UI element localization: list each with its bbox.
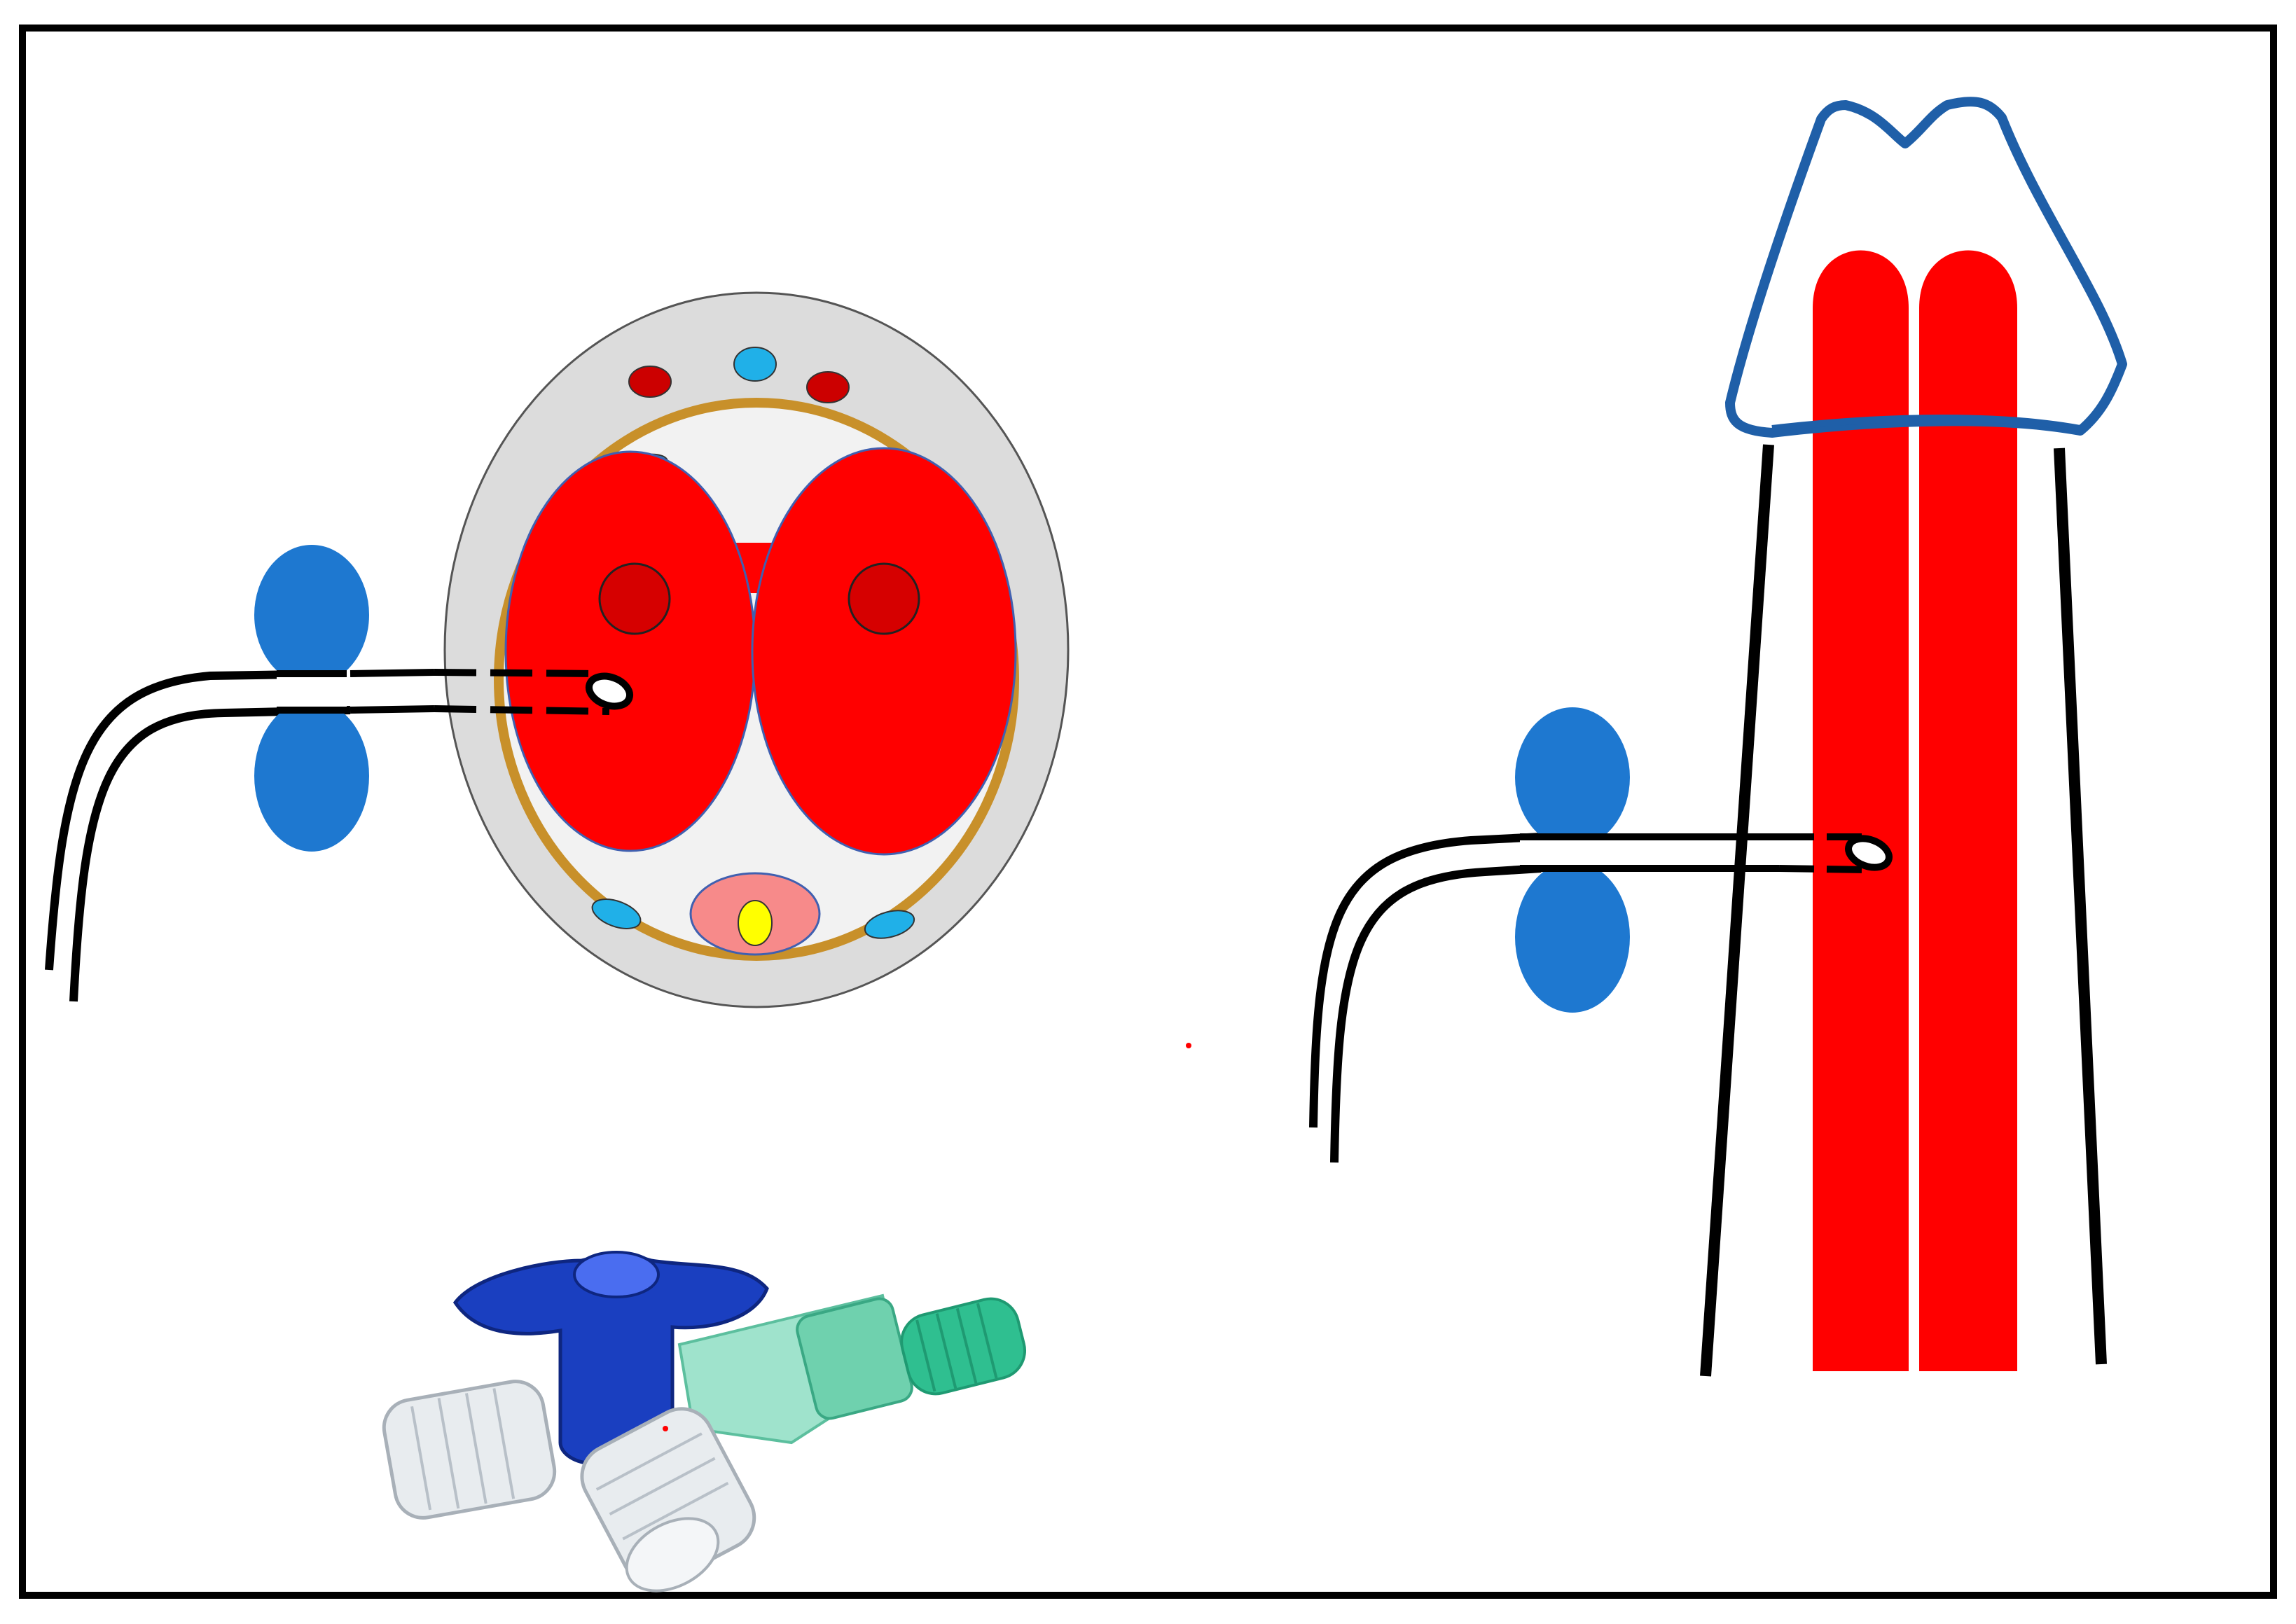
stopcock-handle-top — [573, 1251, 660, 1298]
cannula-wing-bottom — [254, 700, 369, 852]
cannula-wing-top — [1515, 707, 1630, 847]
stopcock-icon — [382, 1251, 1027, 1592]
stopcock-white-cap-bottom — [580, 1407, 756, 1592]
cannula-wing-bottom — [1515, 861, 1630, 1013]
marker-dot — [1186, 1043, 1191, 1048]
panel-longitudinal — [1309, 97, 2127, 1377]
cavernous-vein-bl — [591, 898, 642, 929]
shaft-skin-right — [2054, 447, 2107, 1365]
deep-artery-left — [598, 562, 671, 635]
corpus-cavernosum-left — [504, 450, 756, 852]
corpus-cavernosum-right — [751, 447, 1017, 856]
cavernous-vein-br — [864, 910, 915, 939]
cannula-wing-top — [254, 545, 369, 685]
deep-artery-right — [848, 562, 920, 635]
cannula-icon — [1309, 707, 1893, 1163]
stopcock-white-cap-left — [382, 1380, 557, 1520]
dorsal-vein — [733, 347, 777, 382]
dorsal-artery-left — [628, 366, 672, 398]
corpus-longitudinal-left — [1813, 250, 1909, 1371]
dorsal-artery-right — [806, 371, 850, 403]
urethra — [738, 900, 773, 946]
panel-cross-section — [45, 291, 1070, 1008]
glans-outline — [1725, 97, 2127, 438]
corpus-longitudinal-right — [1919, 250, 2017, 1371]
shaft-skin-left — [1700, 444, 1774, 1377]
cannula-icon — [45, 545, 634, 1002]
